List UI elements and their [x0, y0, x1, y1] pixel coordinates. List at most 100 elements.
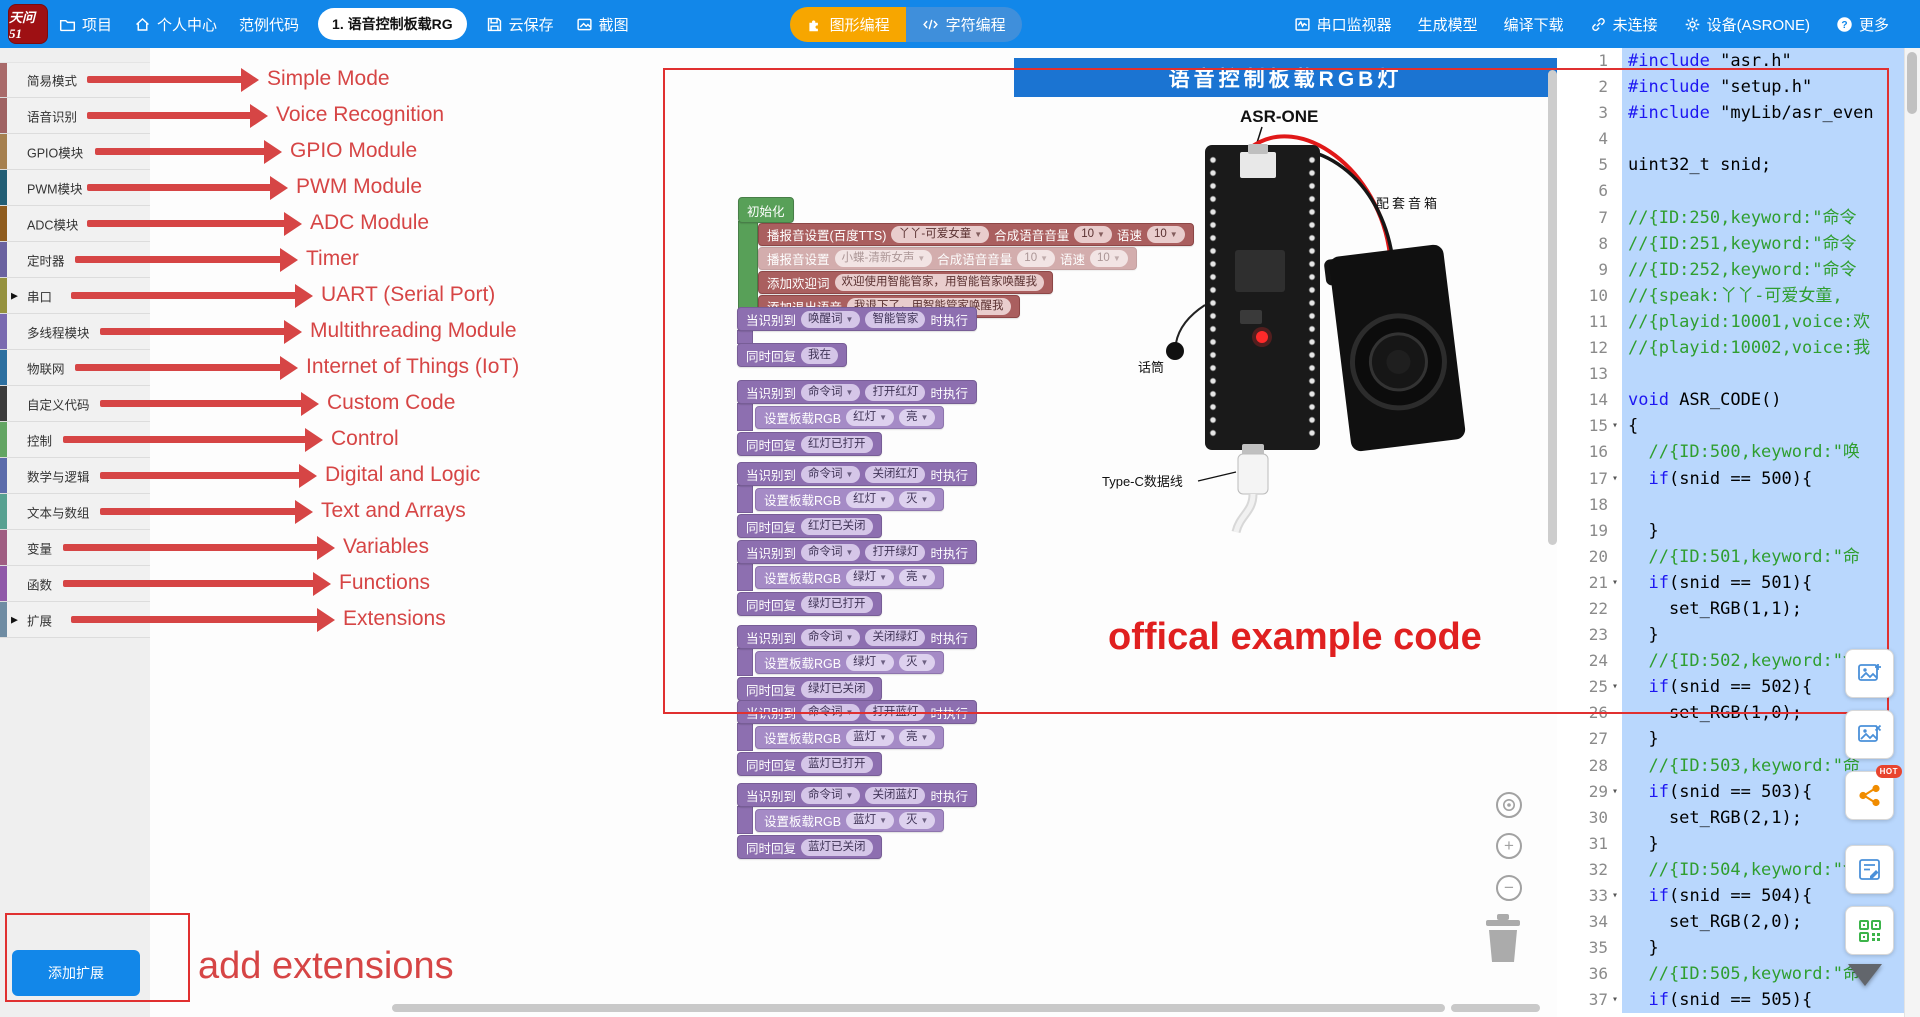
text-field[interactable]: 打开绿灯 — [865, 543, 926, 561]
workspace-horizontal-scrollbar[interactable] — [392, 1004, 1445, 1012]
expander-icon[interactable]: ▶ — [11, 290, 18, 300]
code-text[interactable]: //{ID:252,keyword:"命令 — [1622, 256, 1904, 283]
fold-marker-icon[interactable] — [1608, 335, 1622, 361]
code-text[interactable] — [1622, 126, 1904, 153]
text-field[interactable]: 关闭红灯 — [865, 465, 926, 483]
voice-event-block[interactable]: 当识别到命令词▼关闭绿灯时执行 — [737, 625, 977, 649]
sidebar-category-gpio-module[interactable]: ▶ GPIO模块 — [0, 134, 150, 170]
zoom-out-button[interactable]: − — [1496, 875, 1522, 901]
menu-device[interactable]: 设备(ASRONE) — [1673, 14, 1821, 35]
dropdown-field[interactable]: 红灯▼ — [846, 491, 895, 508]
code-text[interactable]: #include "asr.h" — [1622, 48, 1904, 75]
menu-more[interactable]: ? 更多 — [1825, 14, 1900, 35]
code-scrollbar-track[interactable] — [1904, 48, 1920, 1017]
tab-graphical-mode[interactable]: 图形编程 — [789, 6, 906, 42]
fold-marker-icon[interactable] — [1608, 74, 1622, 100]
share-button[interactable]: HOT — [1845, 765, 1902, 820]
sidebar-category-text-and-arrays[interactable]: ▶ 文本与数组 — [0, 494, 150, 530]
fold-marker-icon[interactable] — [1608, 596, 1622, 622]
sidebar-category-voice-recognition[interactable]: ▶ 语音识别 — [0, 98, 150, 134]
fold-marker-icon[interactable]: ▾ — [1611, 890, 1619, 901]
menu-project[interactable]: 项目 — [48, 14, 123, 35]
dropdown-field[interactable]: 灭▼ — [899, 812, 936, 829]
dropdown-field[interactable]: 10▼ — [1017, 250, 1056, 267]
voice-event-block[interactable]: 当识别到命令词▼关闭蓝灯时执行 — [737, 783, 977, 807]
dropdown-field[interactable]: 命令词▼ — [801, 465, 861, 483]
fold-marker-icon[interactable] — [1608, 648, 1622, 674]
text-field[interactable]: 欢迎使用智能管家，用智能管家唤醒我 — [834, 274, 1045, 291]
fold-marker-icon[interactable] — [1608, 857, 1622, 883]
fold-marker-icon[interactable]: ▾ — [1611, 472, 1619, 484]
code-editor[interactable]: 1#include "asr.h"2#include "setup.h"3#in… — [1570, 48, 1920, 1017]
sidebar-category-pwm-module[interactable]: ▶ PWM模块 — [0, 170, 150, 206]
zoom-in-button[interactable]: + — [1496, 833, 1522, 859]
fold-marker-icon[interactable] — [1608, 961, 1622, 987]
text-field[interactable]: 打开红灯 — [865, 383, 926, 401]
reply-block[interactable]: 同时回复蓝灯已打开 — [737, 752, 882, 776]
fold-marker-icon[interactable] — [1608, 439, 1622, 465]
code-text[interactable]: { — [1622, 413, 1904, 440]
sidebar-category-timer[interactable]: ▶ 定时器 — [0, 242, 150, 278]
scroll-down-button[interactable] — [1848, 964, 1882, 986]
code-text[interactable] — [1622, 361, 1904, 388]
reply-block[interactable]: 同时回复蓝灯已关闭 — [737, 835, 882, 859]
fold-marker-icon[interactable] — [1608, 492, 1622, 518]
dropdown-field[interactable]: 绿灯▼ — [846, 654, 895, 671]
dropdown-field[interactable]: 命令词▼ — [801, 786, 861, 804]
expander-icon[interactable]: ▶ — [11, 614, 18, 624]
workspace-vertical-scrollbar[interactable] — [1548, 70, 1557, 545]
code-text[interactable]: #include "myLib/asr_even — [1622, 100, 1904, 127]
fold-marker-icon[interactable] — [1608, 48, 1622, 74]
sidebar-category-digital-and-logic[interactable]: ▶ 数学与逻辑 — [0, 458, 150, 494]
menu-screenshot[interactable]: 截图 — [565, 14, 640, 35]
dropdown-field[interactable]: 亮▼ — [899, 729, 936, 746]
init-block-header[interactable]: 初始化 — [738, 197, 794, 223]
dropdown-field[interactable]: 红灯▼ — [846, 409, 895, 426]
dropdown-field[interactable]: 命令词▼ — [801, 628, 861, 646]
add-extension-button[interactable]: 添加扩展 — [12, 950, 140, 996]
tab-text-mode[interactable]: 字符编程 — [905, 6, 1022, 42]
code-text[interactable]: } — [1622, 622, 1904, 649]
dropdown-field[interactable]: 10▼ — [1146, 226, 1185, 243]
fold-marker-icon[interactable] — [1608, 700, 1622, 726]
menu-cloud-save[interactable]: 云保存 — [475, 14, 565, 35]
dropdown-field[interactable]: 灭▼ — [899, 491, 936, 508]
connection-status[interactable]: 未连接 — [1579, 14, 1669, 35]
fold-marker-icon[interactable]: ▾ — [1611, 994, 1619, 1006]
fold-marker-icon[interactable] — [1608, 100, 1622, 126]
text-field[interactable]: 智能管家 — [865, 310, 926, 328]
fold-marker-icon[interactable] — [1608, 178, 1622, 204]
text-field[interactable]: 红灯已打开 — [801, 435, 873, 453]
form-edit-button[interactable] — [1845, 845, 1894, 894]
text-field[interactable]: 绿灯已打开 — [801, 595, 873, 613]
reply-block[interactable]: 同时回复绿灯已关闭 — [737, 677, 882, 701]
menu-personal-center[interactable]: 个人中心 — [123, 14, 228, 35]
fold-marker-icon[interactable] — [1608, 518, 1622, 544]
fold-marker-icon[interactable] — [1608, 831, 1622, 857]
code-text[interactable]: if(snid == 505){ — [1622, 987, 1904, 1014]
fold-marker-icon[interactable] — [1608, 753, 1622, 779]
fold-marker-icon[interactable] — [1608, 126, 1622, 152]
code-text[interactable]: uint32_t snid; — [1622, 152, 1904, 179]
code-scrollbar-thumb[interactable] — [1907, 52, 1917, 114]
reply-block[interactable]: 同时回复红灯已关闭 — [737, 514, 882, 538]
fold-marker-icon[interactable] — [1608, 361, 1622, 387]
dropdown-field[interactable]: 灭▼ — [899, 654, 936, 671]
trash-icon[interactable] — [1480, 910, 1526, 966]
code-text[interactable]: //{ID:251,keyword:"命令 — [1622, 230, 1904, 257]
code-text[interactable]: #include "setup.h" — [1622, 74, 1904, 101]
dropdown-field[interactable]: 蓝灯▼ — [846, 729, 895, 746]
dropdown-field[interactable]: 命令词▼ — [801, 383, 861, 401]
fold-marker-icon[interactable] — [1608, 387, 1622, 413]
code-text[interactable] — [1622, 491, 1904, 518]
code-text[interactable]: //{ID:500,keyword:"唤 — [1622, 439, 1904, 466]
code-text[interactable]: } — [1622, 517, 1904, 544]
reply-block[interactable]: 同时回复我在 — [737, 343, 848, 367]
sidebar-category-multithreading-module[interactable]: ▶ 多线程模块 — [0, 314, 150, 350]
menu-generate-model[interactable]: 生成模型 — [1407, 14, 1489, 35]
